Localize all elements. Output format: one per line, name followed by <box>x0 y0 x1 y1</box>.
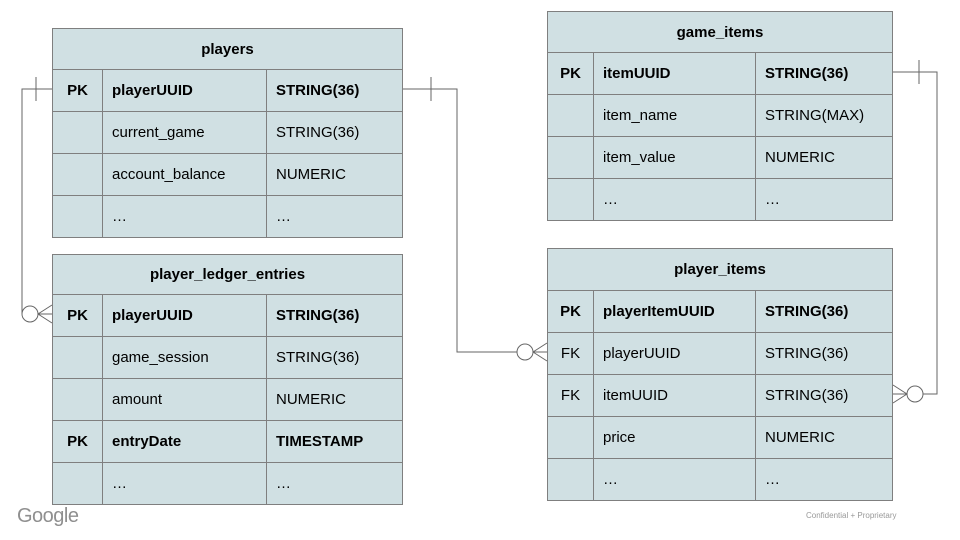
table-row: account_balance NUMERIC <box>53 153 402 195</box>
cell-column-name: price <box>593 417 755 458</box>
cell-data-type: … <box>266 463 402 504</box>
cell-key <box>53 379 102 420</box>
table-row: … … <box>53 195 402 237</box>
cell-data-type: TIMESTAMP <box>266 421 402 462</box>
cell-key: FK <box>560 345 581 362</box>
cell-data-type: STRING(36) <box>266 337 402 378</box>
cell-data-type: STRING(36) <box>755 333 892 374</box>
table-row: … … <box>53 462 402 504</box>
table-row: … … <box>548 458 892 500</box>
cell-data-type: STRING(36) <box>755 291 892 332</box>
cell-data-type: STRING(36) <box>266 70 402 111</box>
cell-data-type: STRING(36) <box>755 53 892 94</box>
table-row: … … <box>548 178 892 220</box>
cell-column-name: item_value <box>593 137 755 178</box>
cell-data-type: STRING(36) <box>266 112 402 153</box>
confidential-note: Confidential + Proprietary <box>806 511 897 520</box>
table-title: players <box>201 40 254 58</box>
cell-data-type: STRING(36) <box>266 295 402 336</box>
cell-data-type: NUMERIC <box>755 417 892 458</box>
table-title: player_ledger_entries <box>149 266 306 283</box>
connector-line <box>403 88 517 353</box>
relationship-game-items-to-player-items <box>892 60 938 404</box>
cardinality-zero-circle-icon <box>516 343 534 361</box>
crows-foot-many-icon <box>892 384 908 404</box>
cell-column-name: … <box>102 196 266 237</box>
table-row: game_session STRING(36) <box>53 336 402 378</box>
cell-column-name: item_name <box>593 95 755 136</box>
cell-key <box>548 179 593 220</box>
cardinality-zero-circle-icon <box>906 385 924 403</box>
cell-key <box>548 137 593 178</box>
cell-column-name: … <box>102 463 266 504</box>
cell-column-name: playerUUID <box>102 70 266 111</box>
cell-column-name: playerUUID <box>102 295 266 336</box>
table-row: item_value NUMERIC <box>548 136 892 178</box>
relationship-players-to-ledger <box>21 77 53 324</box>
cell-data-type: NUMERIC <box>266 154 402 195</box>
cell-key: PK <box>67 433 88 450</box>
cell-data-type: STRING(MAX) <box>755 95 892 136</box>
crows-foot-many-icon <box>37 304 53 324</box>
cell-data-type: NUMERIC <box>266 379 402 420</box>
table-row: item_name STRING(MAX) <box>548 94 892 136</box>
cell-key: PK <box>560 65 581 82</box>
relationship-players-to-player-items <box>403 77 548 362</box>
table-title: player_items <box>674 261 766 278</box>
cell-key: PK <box>67 307 88 324</box>
table-row: FK playerUUID STRING(36) <box>548 332 892 374</box>
entity-table-players: players PK playerUUID STRING(36) current… <box>52 28 403 238</box>
cell-key: PK <box>560 303 581 320</box>
table-row: FK itemUUID STRING(36) <box>548 374 892 416</box>
cardinality-zero-circle-icon <box>21 305 39 323</box>
cell-data-type: STRING(36) <box>755 375 892 416</box>
table-row: PK playerUUID STRING(36) <box>53 69 402 111</box>
cell-key <box>53 463 102 504</box>
cell-key <box>53 112 102 153</box>
cell-column-name: account_balance <box>102 154 266 195</box>
cell-column-name: current_game <box>102 112 266 153</box>
connector-line <box>21 88 52 314</box>
table-title: game_items <box>676 23 764 41</box>
table-row: PK playerItemUUID STRING(36) <box>548 290 892 332</box>
cell-column-name: game_session <box>102 337 266 378</box>
table-row: PK itemUUID STRING(36) <box>548 52 892 94</box>
cell-column-name: playerUUID <box>593 333 755 374</box>
cell-key <box>53 154 102 195</box>
cell-column-name: playerItemUUID <box>593 291 755 332</box>
entity-table-player-ledger-entries: player_ledger_entries PK playerUUID STRI… <box>52 254 403 505</box>
table-row: price NUMERIC <box>548 416 892 458</box>
crows-foot-many-icon <box>532 342 548 362</box>
table-row: amount NUMERIC <box>53 378 402 420</box>
cell-key <box>548 459 593 500</box>
cell-column-name: itemUUID <box>593 53 755 94</box>
connector-line <box>893 71 938 395</box>
cell-data-type: NUMERIC <box>755 137 892 178</box>
cell-column-name: itemUUID <box>593 375 755 416</box>
cell-data-type: … <box>755 179 892 220</box>
entity-table-game-items: game_items PK itemUUID STRING(36) item_n… <box>547 11 893 221</box>
entity-table-player-items: player_items PK playerItemUUID STRING(36… <box>547 248 893 501</box>
cell-column-name: … <box>593 179 755 220</box>
cell-key <box>53 337 102 378</box>
google-logo: Google <box>17 505 79 527</box>
cell-column-name: … <box>593 459 755 500</box>
cell-data-type: … <box>266 196 402 237</box>
table-row: current_game STRING(36) <box>53 111 402 153</box>
cell-key <box>548 417 593 458</box>
cell-column-name: entryDate <box>102 421 266 462</box>
cell-key <box>53 196 102 237</box>
table-row: PK playerUUID STRING(36) <box>53 294 402 336</box>
cell-key <box>548 95 593 136</box>
table-row: PK entryDate TIMESTAMP <box>53 420 402 462</box>
cell-column-name: amount <box>102 379 266 420</box>
cell-data-type: … <box>755 459 892 500</box>
cell-key: PK <box>67 82 88 99</box>
cell-key: FK <box>560 387 581 404</box>
